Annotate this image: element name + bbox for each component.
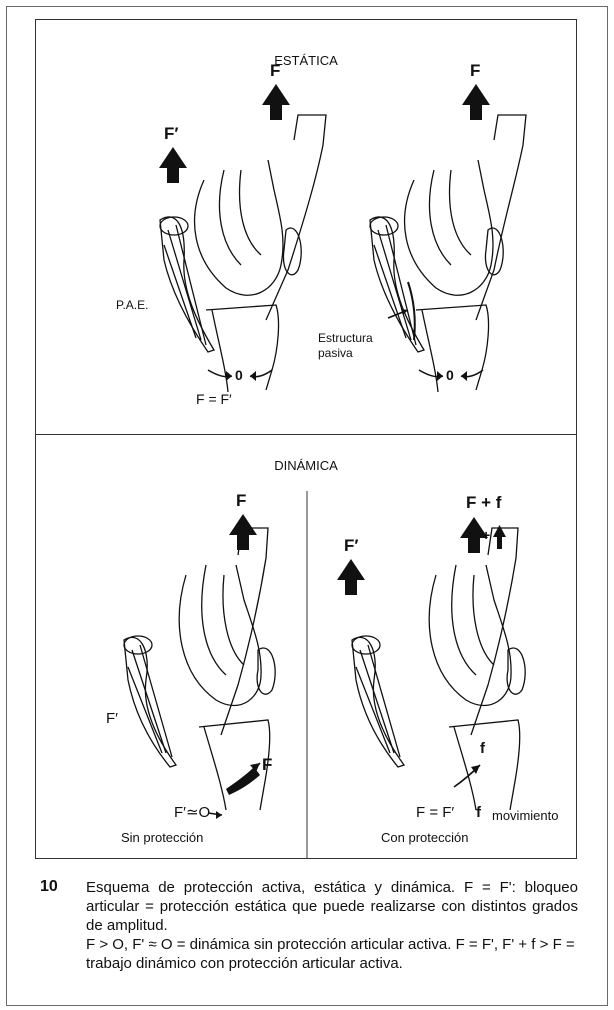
static-knee-drawings	[36, 20, 578, 436]
figure-caption: Esquema de protección activa, estática y…	[86, 878, 578, 973]
figure-number: 10	[40, 878, 58, 896]
dynamic-right-equation: F = F′	[416, 805, 454, 820]
static-left-equation: F = F′	[196, 392, 232, 407]
dynamic-right-fprime-label: F′	[344, 538, 358, 553]
arrow-F-left	[262, 84, 290, 120]
dynamic-right-movement-f: f	[476, 805, 481, 820]
dynamic-right-plus: +	[482, 528, 490, 543]
femur-left-back	[240, 170, 261, 255]
passive-structure-label-1: Estructura	[318, 331, 373, 346]
dynamic-left-force-label: F	[236, 493, 246, 508]
muscle-left	[160, 217, 214, 352]
dynamic-right-small-f: f	[480, 741, 485, 756]
static-left-fprime-label: F′	[164, 126, 178, 141]
femur-left-inner	[219, 170, 241, 265]
dynamic-left-moment-label: F	[262, 757, 272, 772]
femur-right	[405, 160, 493, 295]
muscle-right	[370, 217, 424, 352]
femur-right-back	[450, 170, 471, 255]
movement-label: movimiento	[492, 808, 558, 823]
dynamic-left-fprime-label: F′	[106, 711, 118, 726]
passive-structure-label-2: pasiva	[318, 346, 353, 361]
muscle-left-fibers	[164, 225, 206, 345]
caption-paragraph-1: Esquema de protección activa, estática y…	[86, 878, 578, 935]
dynamic-left-equation: F′≃O	[174, 805, 210, 820]
static-panel: ESTÁTICA	[35, 19, 577, 435]
static-right-force-label: F	[470, 63, 480, 78]
static-left-force-label: F	[270, 63, 280, 78]
femur-left	[195, 160, 283, 295]
dynamic-right-force-label: F + f	[466, 495, 501, 510]
caption-con-proteccion: Con protección	[381, 830, 468, 845]
dynamic-panel: DINÁMICA	[35, 435, 577, 859]
patellar-tendon-left	[266, 115, 326, 320]
patellar-tendon-right	[476, 115, 526, 320]
arrow-Fprime-left	[159, 147, 187, 183]
arrow-F-right	[462, 84, 490, 120]
caption-sin-proteccion: Sin protección	[121, 830, 203, 845]
femur-right-inner	[429, 170, 451, 265]
static-left-zero: 0	[235, 368, 243, 383]
caption-paragraph-2: F > O, F' ≈ O = dinámica sin protección …	[86, 935, 578, 973]
static-right-zero: 0	[446, 368, 454, 383]
patella-left	[283, 228, 301, 275]
static-pae-label: P.A.E.	[116, 298, 148, 313]
